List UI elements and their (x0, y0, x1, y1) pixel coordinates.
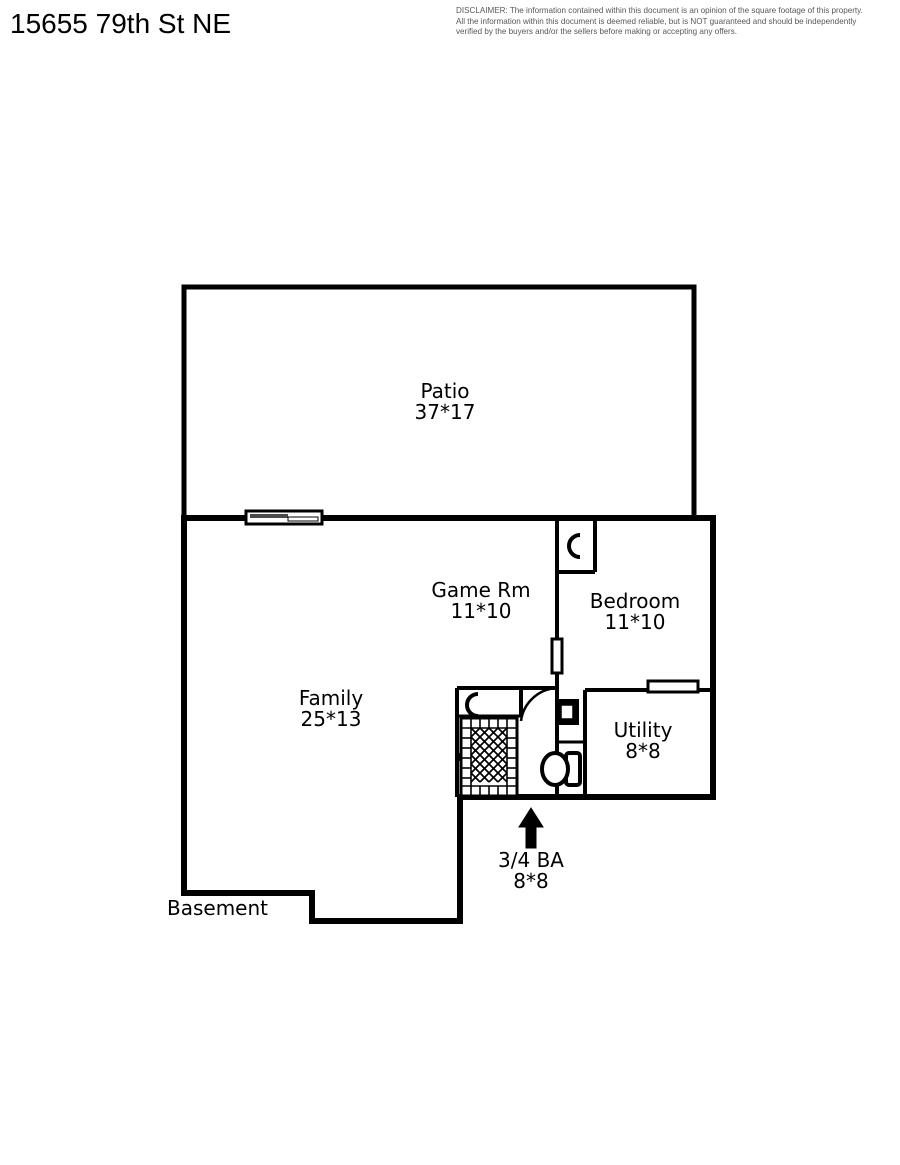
page-title: 15655 79th St NE (10, 8, 232, 39)
room-dims-patio: 37*17 (414, 400, 476, 424)
tiled-shower-icon (456, 716, 519, 798)
room-name-patio: Patio (420, 379, 470, 403)
water-heater-icon (555, 699, 579, 725)
room-dims-bedroom: 11*10 (604, 610, 666, 634)
room-name-family: Family (298, 686, 364, 710)
disclaimer-line-2: All the information within this document… (456, 16, 857, 26)
floor-level-label: Basement (167, 896, 269, 920)
room-dims-family: 25*13 (300, 707, 362, 731)
room-dims-bath: 8*8 (513, 869, 549, 893)
disclaimer-line-1: DISCLAIMER: The information contained wi… (456, 6, 863, 15)
disclaimer-line-3: verified by the buyers and/or the seller… (456, 27, 738, 37)
basin-icon-closet (567, 533, 581, 559)
page-header: 15655 79th St NE DISCLAIMER: The informa… (0, 0, 900, 50)
door-swing-icon (519, 686, 558, 722)
toilet-icon (540, 751, 582, 787)
room-label-family: Family 25*13 (299, 688, 363, 730)
door-opening-icon (550, 637, 564, 675)
room-label-utility: Utility 8*8 (614, 720, 673, 762)
room-name-bath: 3/4 BA (498, 848, 564, 872)
disclaimer-text: DISCLAIMER: The information contained wi… (456, 6, 892, 38)
basement-outline (181, 515, 716, 924)
window-icon (646, 679, 700, 694)
up-arrow-icon (518, 807, 544, 849)
room-label-bath: 3/4 BA 8*8 (498, 850, 564, 892)
room-label-bedroom: Bedroom 11*10 (590, 591, 680, 633)
room-label-gameroom: Game Rm 11*10 (431, 580, 530, 622)
sliding-door-icon (244, 509, 324, 526)
room-dims-gameroom: 11*10 (450, 599, 512, 623)
room-label-patio: Patio 37*17 (415, 381, 476, 423)
room-name-utility: Utility (613, 718, 673, 742)
room-dims-utility: 8*8 (625, 739, 661, 763)
room-name-gameroom: Game Rm (431, 578, 531, 602)
room-name-bedroom: Bedroom (589, 589, 681, 613)
basin-icon-vanity (465, 692, 479, 718)
